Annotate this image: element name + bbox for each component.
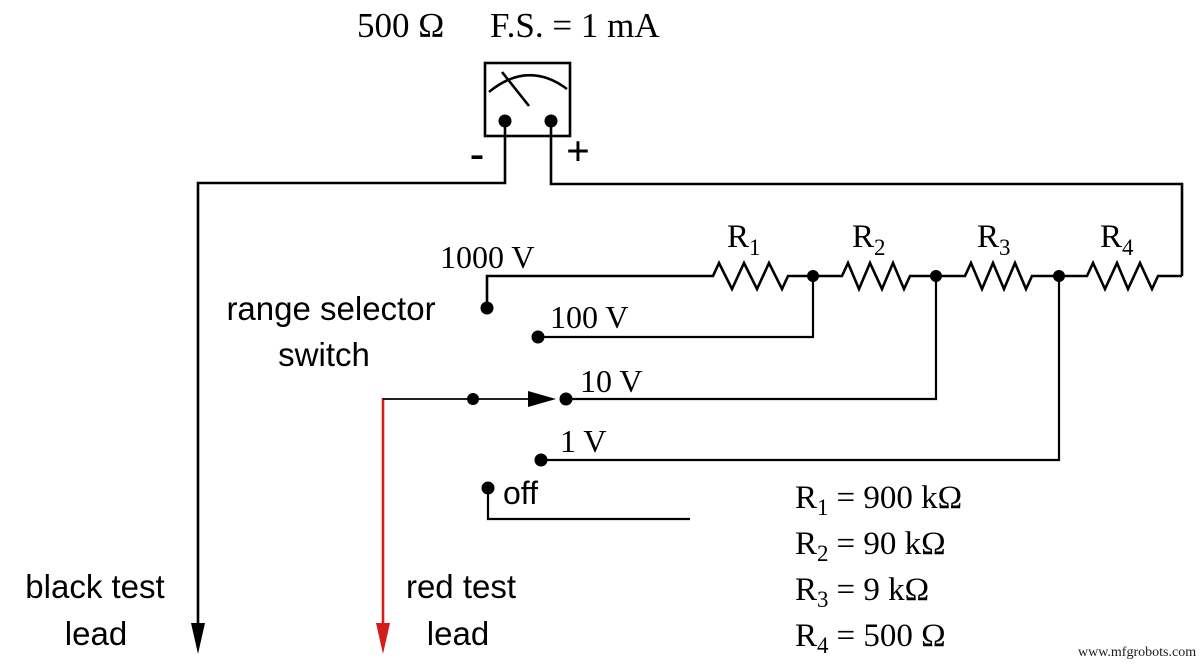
contact-dot-100v: [531, 330, 545, 344]
tap-wire-10v: [566, 276, 938, 401]
range-selector-switch: 1000 V 100 V 10 V 1 V off range selector…: [226, 239, 1061, 521]
range-label-1000v: 1000 V: [440, 239, 535, 275]
resistor-label-r4: R4: [1100, 219, 1134, 260]
off-wire: [486, 492, 690, 521]
contact-dot-off: [481, 481, 495, 495]
range-label-1v: 1 V: [560, 423, 607, 459]
polarity-plus-label: +: [566, 129, 590, 175]
meter-symbol: [483, 61, 572, 138]
meter-face: [483, 61, 572, 138]
red-test-lead: red test lead: [376, 398, 516, 654]
resistor-value-r4: R4= 500 Ω: [795, 618, 946, 658]
meter-scale-arc: [488, 73, 568, 94]
contact-dot-1v: [534, 453, 548, 467]
resistor-value-r3: R3= 9 kΩ: [795, 572, 929, 612]
black-lead-label-line2: lead: [65, 615, 127, 652]
meter-fullscale-label: F.S. = 1 mA: [490, 6, 660, 45]
tap-wire-100v: [538, 276, 815, 339]
black-test-lead: black test lead: [25, 121, 507, 654]
wiper-pivot-dot: [467, 393, 479, 405]
positive-lead-wire: [549, 121, 1184, 276]
range-label-10v: 10 V: [580, 363, 643, 399]
contact-dot-1000v: [480, 301, 494, 315]
red-lead-label-line2: lead: [427, 615, 489, 652]
contact-dot-10v: [559, 392, 573, 406]
meter-resistance-label: 500 Ω: [357, 6, 444, 45]
switch-caption-line1: range selector: [226, 290, 435, 327]
resistor-label-r3: R3: [977, 219, 1011, 260]
black-test-lead-wire: [196, 121, 507, 630]
wiper-arrow-icon: [528, 391, 556, 407]
resistor-value-r2: R2= 90 kΩ: [795, 526, 946, 566]
resistor-value-list: R1= 900 kΩ R2= 90 kΩ R3= 9 kΩ R4= 500 Ω: [795, 480, 962, 658]
polarity-minus-label: -: [470, 131, 484, 177]
resistor-label-r2: R2: [852, 219, 886, 260]
watermark: www.mfgrobots.com: [1078, 645, 1196, 660]
range-label-off: off: [503, 475, 538, 511]
black-lead-label-line1: black test: [25, 568, 164, 605]
wiper-arm: [383, 391, 556, 407]
switch-caption-line2: switch: [278, 336, 370, 373]
resistor-chain: R1 R2 R3 R4: [485, 219, 1182, 308]
resistor-label-r1: R1: [727, 219, 761, 260]
tap-wire-1v: [541, 276, 1061, 462]
range-label-100v: 100 V: [550, 299, 629, 335]
resistor-value-r1: R1= 900 kΩ: [795, 480, 962, 520]
black-lead-arrow-icon: [191, 623, 205, 654]
meter-needle: [500, 71, 531, 107]
red-lead-label-line1: red test: [406, 568, 516, 605]
resistor-chain-wire: [485, 259, 1182, 308]
red-lead-arrow-icon: [376, 623, 390, 654]
